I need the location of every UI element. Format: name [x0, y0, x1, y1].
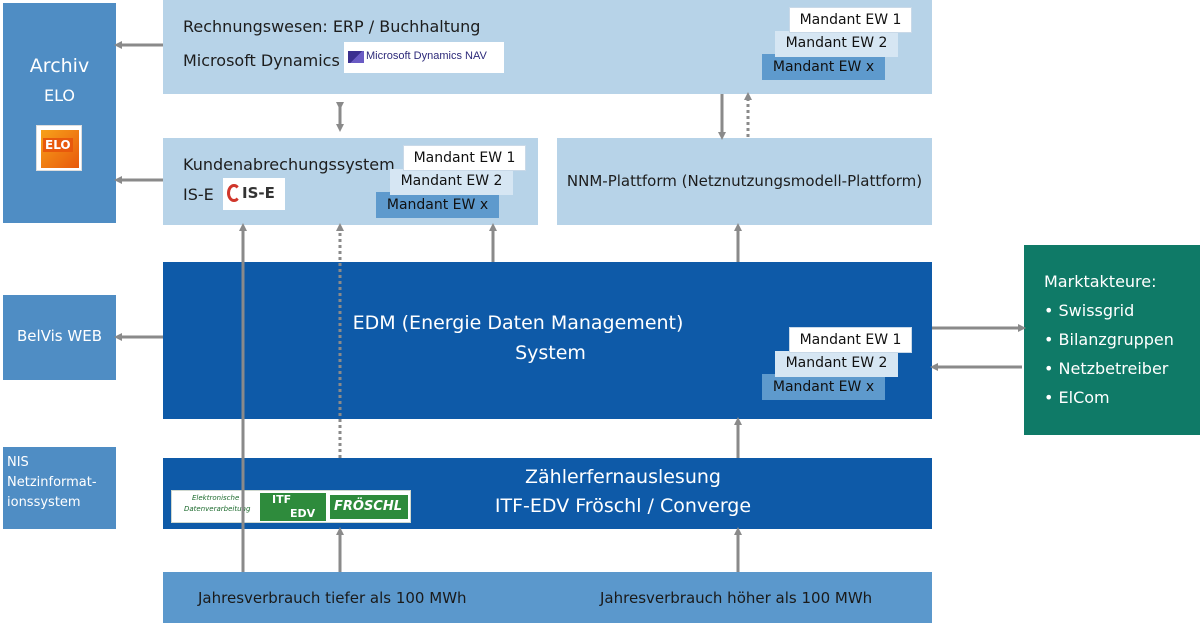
erp-mandant-x: Mandant EW x: [762, 54, 885, 80]
zahler-subtitle: ITF-EDV Fröschl / Converge: [494, 495, 752, 517]
nis-line3: ionssystem: [7, 495, 81, 510]
bottom-box: Jahresverbrauch tiefer als 100 MWh Jahre…: [163, 572, 932, 623]
bottom-left-label: Jahresverbrauch tiefer als 100 MWh: [198, 589, 467, 607]
belvis-label: BelVis WEB: [17, 327, 102, 345]
nis-line1: NIS: [7, 455, 29, 470]
archiv-title: Archiv: [29, 55, 90, 77]
erp-title: Rechnungswesen: ERP / Buchhaltung: [183, 17, 481, 36]
nnm-label: NNM-Plattform (Netznutzungsmodell-Plattf…: [566, 172, 923, 190]
markt-title: Marktakteure:: [1044, 272, 1157, 291]
itf-froeschl-logo: Elektronische Datenverarbeitung ITF EDV …: [171, 490, 411, 523]
archiv-box: Archiv ELO ELO: [3, 3, 116, 223]
kunden-mandant-1: Mandant EW 1: [403, 145, 526, 171]
nis-box: NIS Netzinformat- ionssystem: [3, 447, 116, 529]
nis-line2: Netzinformat-: [7, 475, 97, 490]
markt-box: Marktakteure: • Swissgrid • Bilanzgruppe…: [1024, 245, 1200, 435]
itf-logo-band: [260, 493, 326, 521]
edm-subtitle: System: [515, 342, 586, 364]
itf-logo-name: FRÖSCHL: [334, 499, 403, 514]
ms-dynamics-logo-text: Microsoft Dynamics NAV: [366, 50, 487, 62]
edm-box: EDM (Energie Daten Management) System Ma…: [163, 262, 932, 419]
kunden-box: Kundenabrechungssystem IS-E IS-E Mandant…: [163, 138, 538, 225]
ise-logo-swirl: [227, 184, 241, 202]
kunden-subtitle: IS-E: [183, 185, 214, 204]
ise-logo-text: IS-E: [242, 184, 275, 202]
archiv-subtitle: ELO: [43, 86, 76, 105]
itf-logo-edv: EDV: [290, 507, 316, 520]
elo-logo-text: ELO: [43, 138, 73, 152]
zahler-title: Zählerfernauslesung: [525, 466, 721, 488]
ise-logo: IS-E: [223, 178, 285, 210]
ms-dynamics-logo: Microsoft Dynamics NAV: [344, 42, 504, 73]
nnm-box: NNM-Plattform (Netznutzungsmodell-Plattf…: [557, 138, 932, 225]
erp-subtitle: Microsoft Dynamics: [183, 51, 340, 70]
edm-mandant-2: Mandant EW 2: [775, 351, 898, 377]
kunden-title: Kundenabrechungssystem: [183, 155, 395, 174]
markt-item-bilanzgruppen: • Bilanzgruppen: [1044, 330, 1174, 349]
kunden-mandant-2: Mandant EW 2: [390, 169, 513, 195]
itf-logo-itf: ITF: [272, 493, 292, 506]
itf-logo-nameband: [330, 495, 408, 519]
zahler-box: Zählerfernauslesung ITF-EDV Fröschl / Co…: [163, 458, 932, 529]
erp-box: Rechnungswesen: ERP / Buchhaltung Micros…: [163, 0, 932, 94]
bottom-right-label: Jahresverbrauch höher als 100 MWh: [600, 589, 873, 607]
markt-item-elcom: • ElCom: [1044, 388, 1110, 407]
ms-dynamics-icon: [348, 51, 364, 63]
edm-title: EDM (Energie Daten Management): [352, 312, 684, 334]
edm-mandant-x: Mandant EW x: [762, 374, 885, 400]
kunden-mandant-x: Mandant EW x: [376, 192, 499, 218]
edm-mandant-1: Mandant EW 1: [789, 327, 912, 353]
belvis-box: BelVis WEB: [3, 295, 116, 380]
itf-logo-small1: Elektronische: [192, 494, 240, 502]
markt-item-netzbetreiber: • Netzbetreiber: [1044, 359, 1169, 378]
itf-logo-small2: Datenverarbeitung: [184, 505, 251, 513]
elo-logo: ELO: [36, 125, 82, 171]
erp-mandant-2: Mandant EW 2: [775, 31, 898, 57]
markt-item-swissgrid: • Swissgrid: [1044, 301, 1135, 320]
erp-mandant-1: Mandant EW 1: [789, 7, 912, 33]
